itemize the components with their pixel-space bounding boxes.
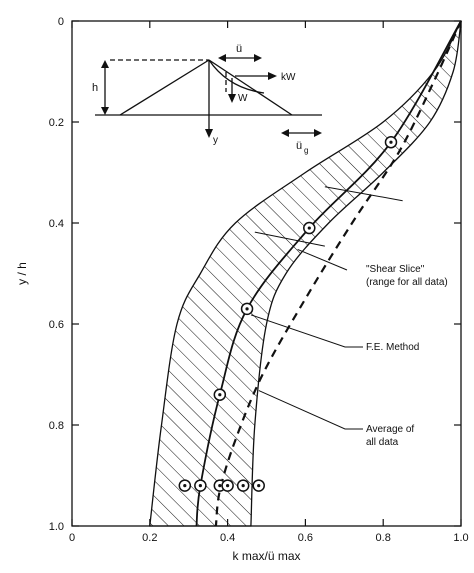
annotation-text-2-0: Average of [366, 424, 414, 435]
y-tick-label-4: 0.8 [49, 420, 64, 432]
inset-slope-left [119, 59, 210, 116]
x-axis-label: k max/ü max [232, 549, 300, 563]
annotation-leader-1 [250, 314, 363, 348]
inset-force-arrowhead [268, 72, 277, 80]
annotation-text-2-1: all data [366, 437, 399, 448]
series-layer [195, 20, 463, 527]
inset-accel-arrowhead-left [218, 54, 226, 62]
embankment-sketch: h ü kW W y ü g [92, 43, 322, 155]
inset-accel-arrowhead-right [254, 54, 262, 62]
inset-label-weight: W [238, 93, 248, 104]
annotation-text-0-0: "Shear Slice" [366, 264, 425, 275]
inset-ground-arrowhead-right [314, 129, 322, 137]
series-line-1 [214, 20, 463, 527]
x-tick-label-0: 0 [69, 532, 75, 544]
band-width-arrow-1 [254, 231, 325, 247]
annotation-leader-2 [258, 390, 363, 430]
inset-label-ground-accel: ü [296, 140, 302, 152]
marker-layer [178, 135, 398, 492]
tick-layer: 0 0.2 0.4 0.6 0.8 1.0 0 0.2 0.4 0.6 0.8 1.0 [49, 16, 469, 544]
plot-frame [71, 20, 462, 527]
inset-label-h: h [92, 82, 98, 94]
data-point-center-9 [257, 484, 261, 488]
series-line-0 [195, 20, 462, 527]
inset-y-arrowhead [205, 129, 213, 138]
inset-height-arrowhead-up [101, 60, 109, 68]
y-tick-label-2: 0.4 [49, 218, 64, 230]
inset-ground-arrowhead-left [281, 129, 289, 137]
y-axis-label: y / h [15, 262, 29, 285]
x-tick-label-4: 0.8 [376, 532, 391, 544]
inset-label-accel: ü [236, 43, 242, 55]
data-point-center-3 [218, 393, 222, 397]
data-point-center-8 [241, 484, 245, 488]
x-tick-label-3: 0.6 [298, 532, 313, 544]
annotation-layer: "Shear Slice" (range for all data) F.E. Me… [250, 186, 448, 448]
x-tick-label-2: 0.4 [220, 532, 235, 544]
data-point-center-2 [245, 307, 249, 311]
y-tick-label-1: 0.2 [49, 117, 64, 129]
data-point-center-7 [226, 484, 230, 488]
data-point-center-6 [218, 484, 222, 488]
x-tick-label-1: 0.2 [142, 532, 157, 544]
y-tick-label-5: 1.0 [49, 521, 64, 533]
inset-label-force: kW [281, 72, 296, 83]
band-width-arrow-0 [324, 186, 403, 202]
y-tick-label-0: 0 [58, 16, 64, 28]
annotation-text-0-1: (range for all data) [366, 277, 448, 288]
inset-height-arrowhead-down [101, 107, 109, 115]
data-point-center-4 [183, 484, 187, 488]
annotation-text-1-0: F.E. Method [366, 342, 419, 353]
x-tick-label-5: 1.0 [453, 532, 468, 544]
inset-slope-right [208, 59, 293, 116]
inset-weight-arrowhead [228, 94, 236, 103]
annotation-leader-0 [297, 248, 348, 271]
inset-label-y: y [213, 135, 218, 146]
y-tick-label-3: 0.6 [49, 319, 64, 331]
data-point-center-0 [389, 140, 393, 144]
data-point-center-1 [307, 226, 311, 230]
inset-label-ground-sub: g [304, 146, 308, 155]
data-point-center-5 [198, 484, 202, 488]
